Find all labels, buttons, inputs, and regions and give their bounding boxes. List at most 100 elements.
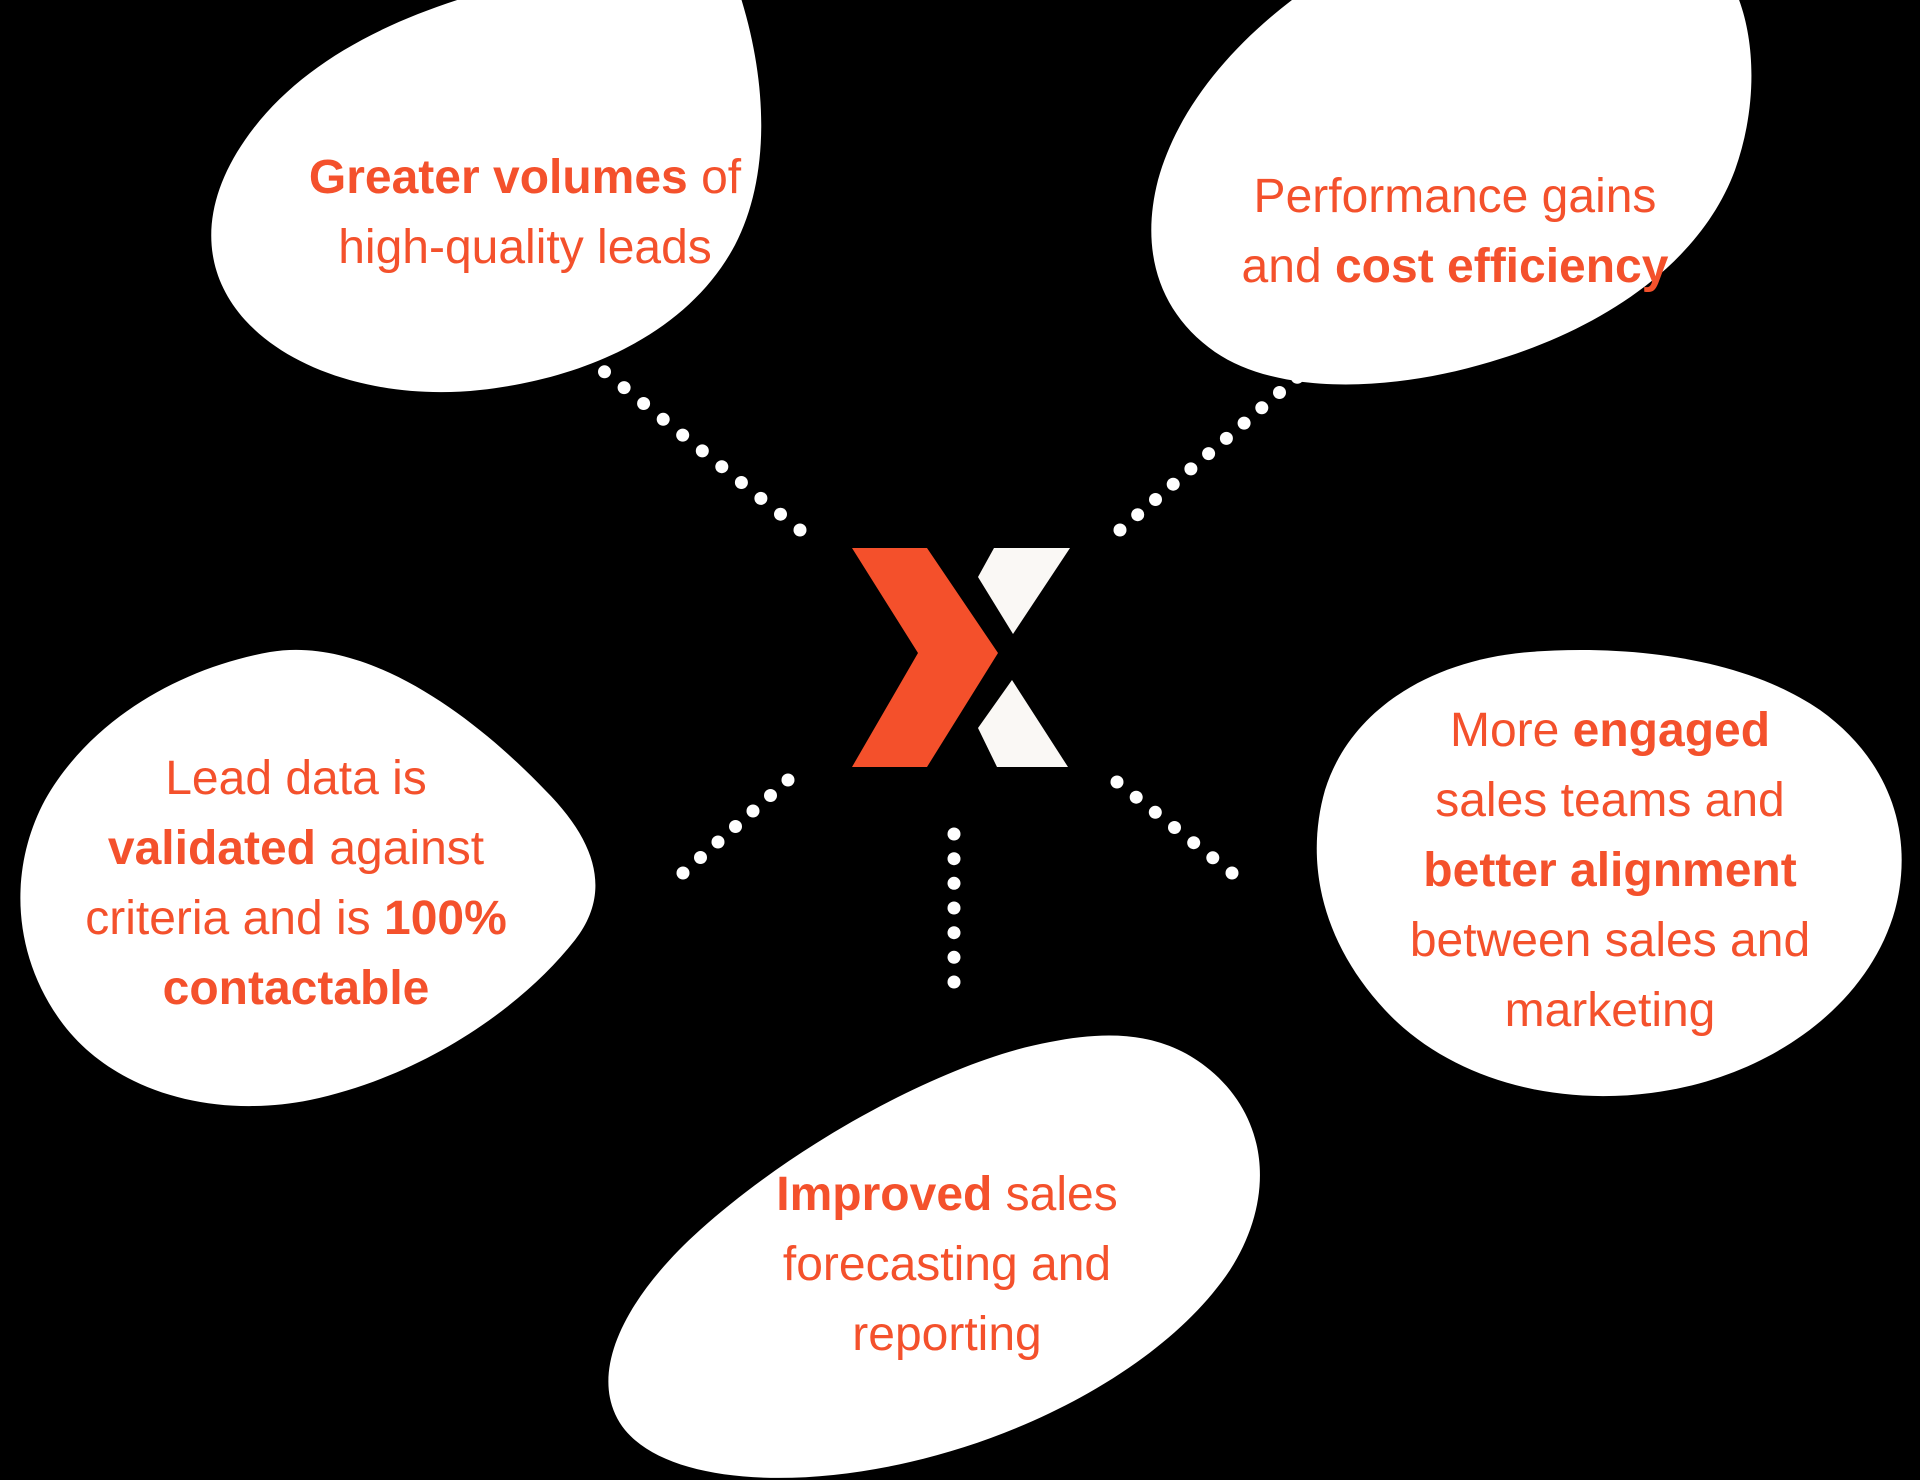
connector-dot [598, 365, 611, 379]
blob-shape-bottom [608, 1035, 1260, 1478]
connector-dot [1255, 401, 1269, 415]
connector-dot [729, 820, 742, 833]
connector-dot [676, 866, 690, 880]
connector-dot [637, 397, 651, 410]
connector-dot [1187, 836, 1201, 850]
benefit-text-line: and cost efficiency [1242, 232, 1669, 302]
benefit-text-segment: marketing [1504, 984, 1716, 1037]
blob-shape-left [20, 649, 596, 1107]
benefit-text-line: Improved sales [776, 1160, 1117, 1230]
connector-dot [781, 773, 795, 787]
benefit-text-emphasis: Greater volumes [308, 151, 688, 204]
connector-dot [1131, 508, 1145, 522]
connector-dot [947, 852, 961, 866]
connector-dot [1166, 477, 1180, 491]
benefit-text-right: More engaged sales teams and better alignm… [1410, 696, 1810, 1046]
benefit-text-line: More engaged [1410, 696, 1810, 766]
benefit-text-segment: Performance gains [1253, 170, 1657, 223]
connector-dot [947, 975, 961, 989]
connector-dot [947, 876, 961, 890]
connector-dot [1290, 370, 1304, 384]
benefit-text-line: marketing [1410, 976, 1810, 1046]
benefit-text-line: sales teams and [1410, 766, 1810, 836]
connector-dot [947, 926, 961, 940]
connector-dot [1113, 523, 1127, 537]
benefit-text-line: Greater volumes of [309, 143, 741, 213]
connector-dot [1273, 386, 1286, 399]
connector-dot [1219, 431, 1233, 445]
logo-x-top-white [978, 548, 1070, 634]
benefit-blobs [20, 0, 1902, 1478]
blob-shape-top-left [211, 0, 762, 393]
connector-dot [656, 412, 670, 426]
benefit-text-line: criteria and is 100% [85, 884, 507, 954]
logo-chevron-orange [852, 548, 998, 767]
benefit-text-emphasis: cost efficiency [1334, 240, 1669, 293]
benefit-text-emphasis: 100% [384, 892, 507, 945]
benefit-text-emphasis: validated [107, 822, 316, 875]
connector-dot [947, 827, 961, 841]
benefit-text-emphasis: Improved [776, 1168, 993, 1221]
benefit-text-top-left: Greater volumes of high-quality leads [309, 143, 741, 283]
benefit-text-line: high-quality leads [309, 213, 741, 283]
connector-dot [947, 901, 961, 915]
benefit-text-segment: between sales and [1409, 914, 1811, 967]
dotted-connectors [578, 349, 1322, 989]
benefit-text-line: Performance gains [1242, 162, 1669, 232]
connector-dot [774, 507, 787, 521]
connector-dot [695, 444, 709, 458]
connector-dot [1129, 790, 1143, 804]
benefit-text-segment: More [1449, 704, 1573, 757]
benefit-text-segment: reporting [852, 1308, 1042, 1361]
benefit-text-line: Lead data is [85, 744, 507, 814]
connector-dot [947, 950, 961, 964]
benefit-text-segment: high-quality leads [338, 221, 712, 274]
connector-dot [1225, 866, 1239, 880]
benefit-text-line: between sales and [1410, 906, 1810, 976]
connector-dot [1149, 493, 1162, 506]
connector-dot [734, 476, 748, 489]
connector-dot [1168, 821, 1181, 834]
blob-shape-top-right [1151, 0, 1752, 385]
connector-dot [715, 460, 729, 474]
connector-dot [1308, 355, 1322, 369]
benefit-text-line: validated against [85, 814, 507, 884]
connector-dot [746, 804, 760, 818]
benefit-text-line: better alignment [1410, 836, 1810, 906]
connector-dot [754, 491, 768, 505]
benefit-text-line: reporting [776, 1300, 1117, 1370]
benefit-text-segment: sales teams and [1435, 774, 1785, 827]
benefit-text-segment: of [687, 151, 742, 204]
connector-dot [764, 789, 777, 802]
connector-dot [694, 851, 707, 864]
connector-dot [1110, 775, 1124, 789]
connector-dot [1184, 462, 1198, 476]
benefit-text-segment: sales [992, 1168, 1118, 1221]
connector-dot [578, 349, 592, 363]
benefit-text-segment: criteria and is [85, 892, 385, 945]
connector-dot [676, 428, 690, 442]
connector-dot [1202, 447, 1216, 461]
connector-dot [617, 381, 631, 395]
connector-dot [1206, 851, 1220, 865]
x-chevron-logo [852, 548, 1070, 767]
benefit-text-emphasis: engaged [1572, 704, 1771, 757]
connector-dot [1237, 416, 1251, 430]
connector-dot [793, 523, 807, 537]
benefit-text-line: forecasting and [776, 1230, 1117, 1300]
benefit-text-segment: and [1241, 240, 1335, 293]
benefit-text-bottom: Improved sales forecasting and reporting [776, 1160, 1117, 1370]
benefit-text-segment: against [315, 822, 485, 875]
connector-dot [711, 835, 725, 849]
benefit-text-segment: Lead data is [165, 752, 427, 805]
benefit-text-top-right: Performance gains and cost efficiency [1242, 162, 1669, 302]
benefit-text-emphasis: contactable [162, 962, 430, 1015]
blob-shape-right [1316, 650, 1902, 1097]
benefit-text-segment: forecasting and [782, 1238, 1112, 1291]
benefit-text-line: contactable [85, 954, 507, 1024]
benefit-text-emphasis: better alignment [1423, 844, 1797, 897]
connector-dot [1148, 805, 1162, 819]
